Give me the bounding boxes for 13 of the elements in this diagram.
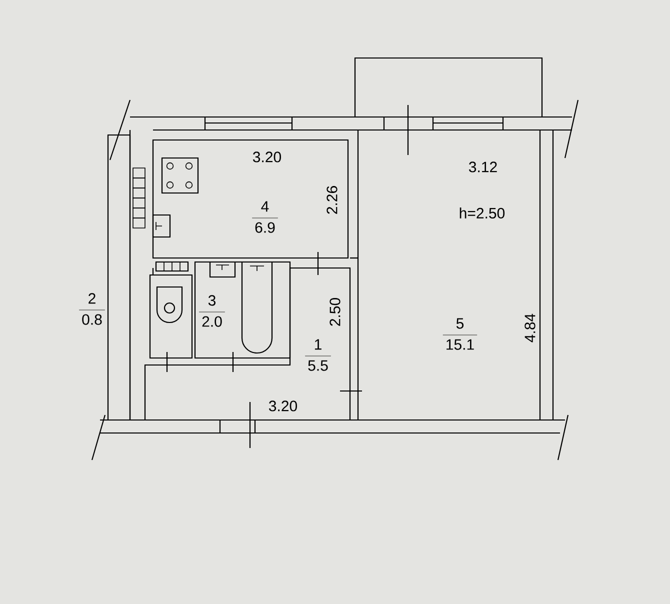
dimension-label: h=2.50 <box>460 208 505 218</box>
dimension-label: 3.20 <box>268 400 297 412</box>
room-label: 3 2.0 <box>198 295 226 327</box>
dimension-label: 2.50 <box>330 298 340 326</box>
room-label: 2 0.8 <box>78 293 106 325</box>
dimension-label: 2.26 <box>326 186 338 214</box>
room-label: 4 6.9 <box>252 201 278 233</box>
room-outline <box>149 274 193 359</box>
dimension-label: 3.20 <box>252 152 281 162</box>
dimension-label: 3.12 <box>468 162 497 172</box>
room-label: 1 5.5 <box>304 339 332 371</box>
dimension-label: 4.84 <box>524 314 536 342</box>
room-label: 5 15.1 <box>442 318 478 350</box>
